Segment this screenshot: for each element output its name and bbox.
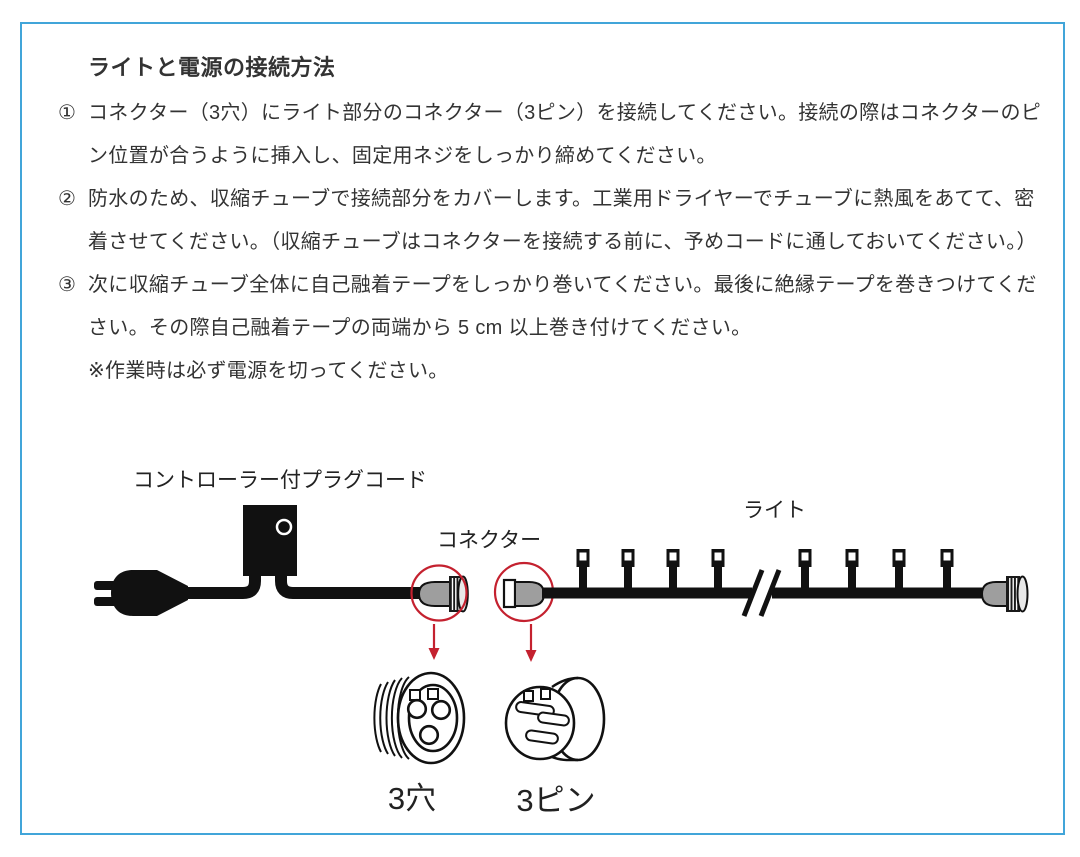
light-bulb-5 (798, 549, 812, 593)
cord-break-mark (741, 569, 782, 617)
pin-2 (537, 711, 570, 727)
light-bulbs (576, 549, 954, 593)
label-three-pins: 3ピン (516, 783, 595, 818)
hole-2 (430, 699, 452, 721)
light-bulb-6 (845, 549, 859, 593)
hole-3 (418, 724, 440, 746)
pin-3 (525, 729, 559, 745)
plug-body (111, 570, 188, 616)
light-bulb-4 (711, 549, 725, 593)
instruction-text-2: 防水のため、収縮チューブで接続部分をカバーします。工業用ドライヤーでチューブに熱… (88, 188, 1037, 253)
controller-indicator (275, 518, 293, 536)
instruction-text-3: 次に収縮チューブ全体に自己融着テープをしっかり巻いてください。最後に絶縁テープを… (88, 274, 1037, 339)
three-hole-connector-detail (373, 671, 466, 765)
label-three-holes: 3穴 (388, 781, 436, 816)
controller-box (243, 505, 297, 576)
light-bulb-2 (621, 549, 635, 593)
power-plug-icon (94, 570, 188, 616)
connector-highlight-circle-left (410, 564, 468, 622)
key-tab (540, 688, 551, 700)
instruction-list: ① コネクター（3穴）にライト部分のコネクター（3ピン）を接続してください。接続… (58, 92, 1044, 393)
hole-1 (406, 698, 428, 720)
instruction-item-1: ① コネクター（3穴）にライト部分のコネクター（3ピン）を接続してください。接続… (58, 92, 1044, 178)
three-pin-connector-detail (504, 676, 606, 762)
label-connector: コネクター (437, 529, 541, 552)
plug-cord (184, 572, 420, 599)
light-bulb-8 (940, 549, 954, 593)
key-notch-tab (427, 688, 439, 700)
light-bulb-3 (666, 549, 680, 593)
label-controller-plug-cord: コントローラー付プラグコード (133, 469, 427, 492)
instruction-item-3: ③ 次に収縮チューブ全体に自己融着テープをしっかり巻いてください。最後に絶縁テー… (58, 264, 1044, 350)
key-notch-tab (409, 689, 421, 701)
page-title: ライトと電源の接続方法 (88, 55, 336, 80)
male-connector (502, 578, 546, 609)
female-connector (417, 575, 469, 613)
down-arrow-right (525, 624, 537, 662)
circled-number-3: ③ (58, 274, 77, 296)
circled-number-2: ② (58, 188, 77, 210)
down-arrow-left (428, 624, 440, 660)
instruction-item-2: ② 防水のため、収縮チューブで接続部分をカバーします。工業用ドライヤーでチューブ… (58, 178, 1044, 264)
string-end-connector (980, 575, 1029, 613)
key-tab (523, 690, 534, 702)
label-light: ライト (743, 499, 806, 522)
warning-note: ※作業時は必ず電源を切ってください。 (88, 360, 449, 382)
cord-plug-to-controller (184, 572, 261, 599)
cord-controller-to-connector (275, 572, 420, 599)
circled-number-1: ① (58, 102, 77, 124)
light-bulb-1 (576, 549, 590, 593)
instruction-text-1: コネクター（3穴）にライト部分のコネクター（3ピン）を接続してください。接続の際… (88, 102, 1042, 167)
light-bulb-7 (892, 549, 906, 593)
